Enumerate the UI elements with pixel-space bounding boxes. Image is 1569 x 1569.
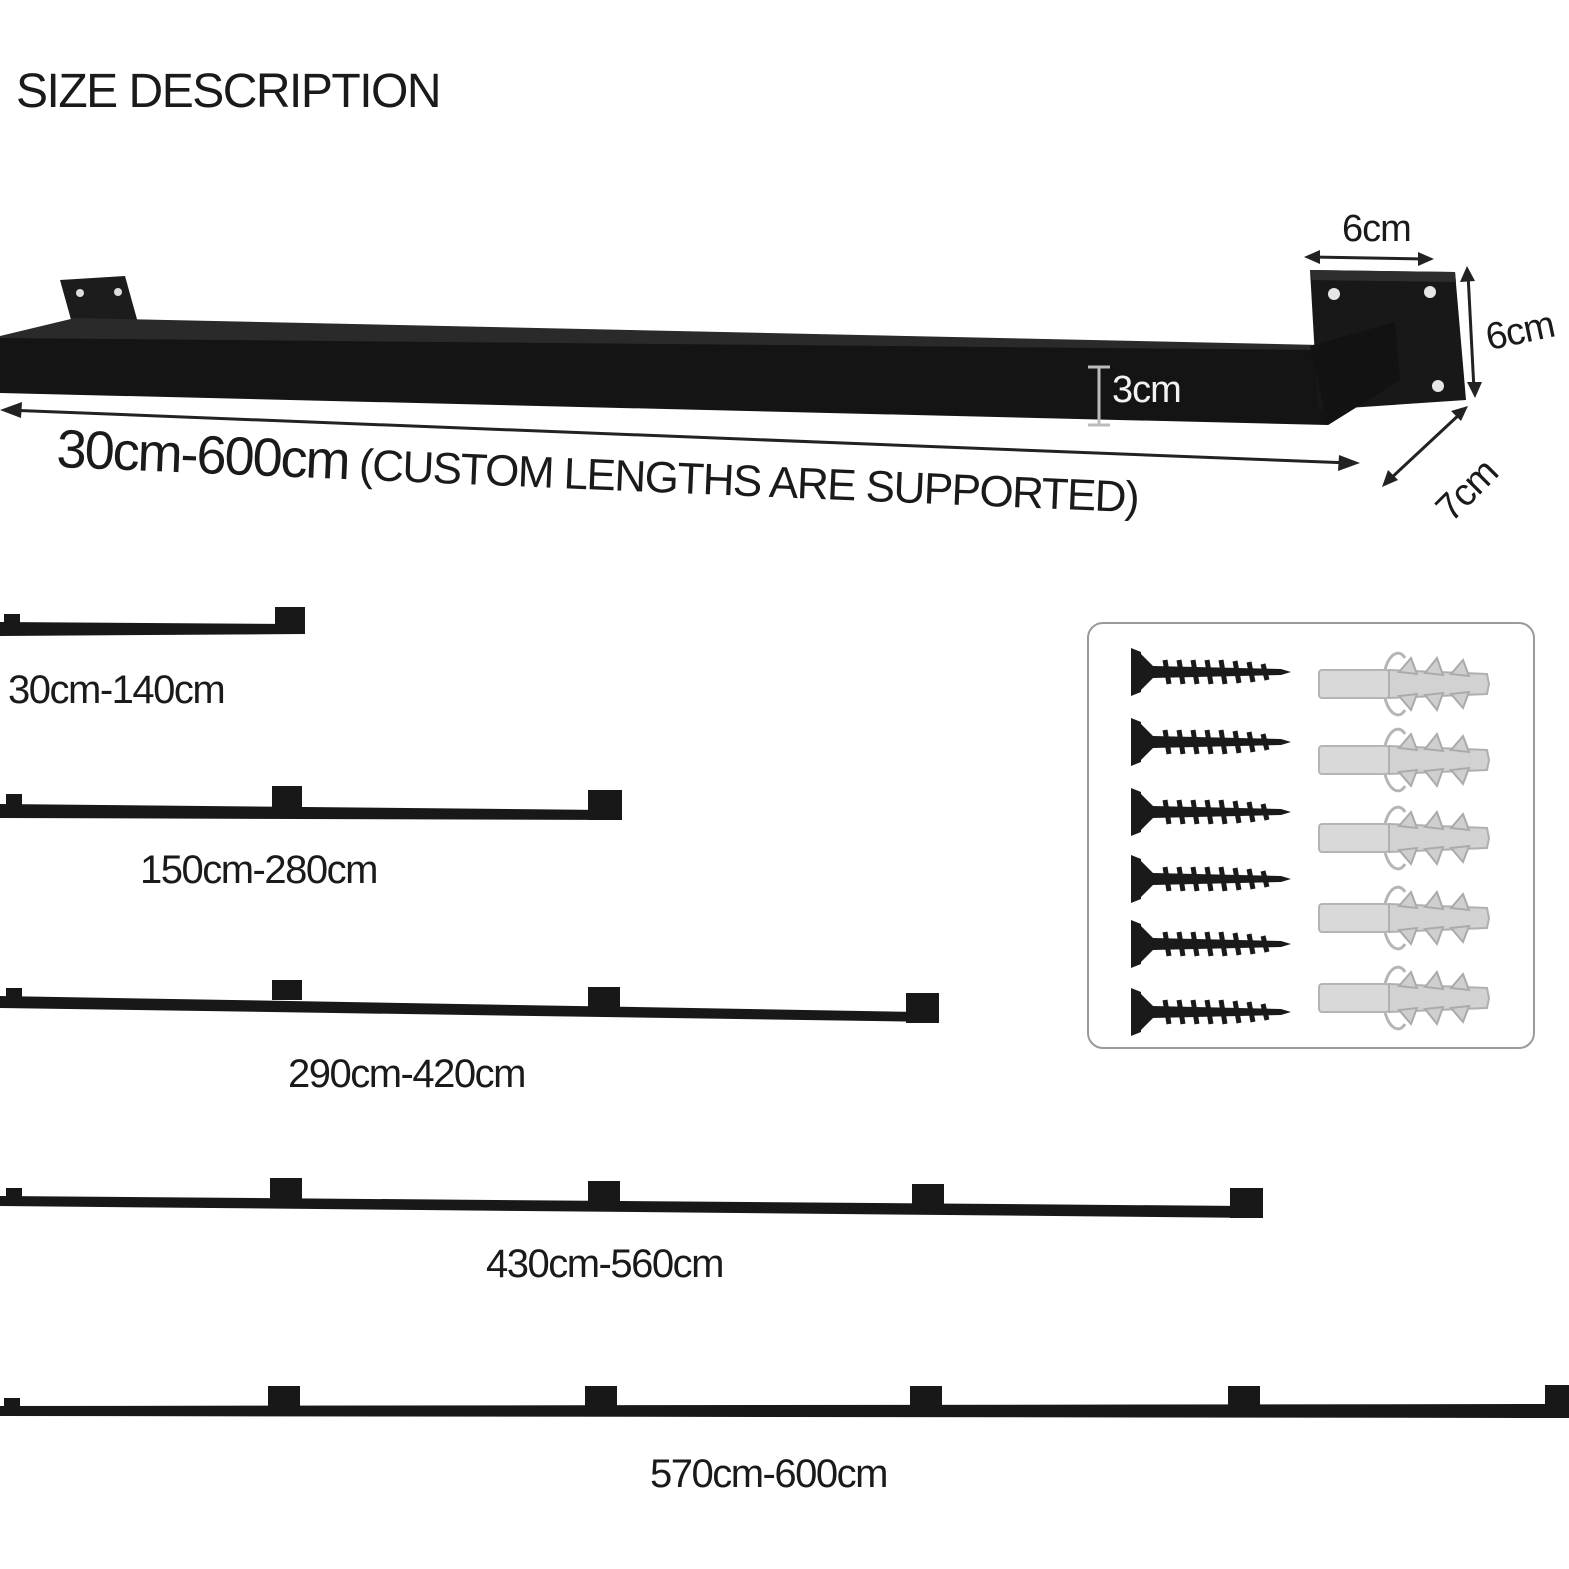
bracket <box>588 987 620 1009</box>
screw-icon <box>1131 855 1291 903</box>
plate-hole <box>1328 288 1340 300</box>
rail-variant-label: 150cm-280cm <box>140 848 378 892</box>
plate-hole <box>76 289 84 297</box>
bracket <box>1228 1386 1260 1408</box>
bracket <box>272 786 302 808</box>
wall-anchor-icon <box>1317 965 1491 1031</box>
bracket <box>272 980 302 1000</box>
bracket <box>6 988 22 1002</box>
page-title: SIZE DESCRIPTION <box>16 65 442 118</box>
bracket <box>1230 1188 1263 1218</box>
plate-hole <box>114 288 122 296</box>
bracket <box>588 1181 620 1203</box>
bracket <box>275 607 305 634</box>
plate-width-arrow <box>1304 250 1434 266</box>
bracket <box>6 1188 22 1202</box>
screw-icon <box>1131 648 1291 696</box>
rail-variant-label: 30cm-140cm <box>8 668 226 712</box>
bar-front-face <box>0 330 1380 425</box>
plate-height-arrow <box>1460 266 1482 398</box>
hardware-box <box>1087 622 1535 1049</box>
screw-icon <box>1131 988 1291 1036</box>
wall-anchor-icon <box>1317 651 1491 717</box>
bracket <box>906 993 939 1023</box>
rail-variant-6-brackets <box>0 1385 1569 1418</box>
bracket <box>588 790 622 820</box>
bracket <box>270 1178 302 1200</box>
bracket <box>4 614 20 626</box>
plate-hole <box>1424 286 1436 298</box>
screw-icon <box>1131 718 1291 766</box>
thickness-marker <box>1088 365 1110 427</box>
bracket <box>4 1398 20 1412</box>
wall-anchor-icon <box>1317 805 1491 871</box>
plate-hole <box>1432 380 1444 392</box>
rail-variant-3-brackets <box>0 786 622 820</box>
rail-variant-label: 430cm-560cm <box>486 1242 724 1286</box>
bracket <box>268 1386 300 1408</box>
rail-variant-5-brackets <box>0 1178 1263 1218</box>
plate-width-label: 6cm <box>1342 208 1412 250</box>
length-arrow <box>0 402 1360 471</box>
wall-anchor-icon <box>1317 885 1491 951</box>
thickness-label: 3cm <box>1112 369 1182 411</box>
rail-variant-label: 290cm-420cm <box>288 1052 526 1096</box>
bracket <box>910 1386 942 1408</box>
screw-icon <box>1131 788 1291 836</box>
screw-icon <box>1131 920 1291 968</box>
hardware-illustration <box>1089 624 1491 1051</box>
bracket <box>1545 1385 1569 1415</box>
rail-variant-label: 570cm-600cm <box>650 1452 888 1496</box>
rail-variant-2-brackets <box>0 607 305 636</box>
bracket <box>6 794 22 808</box>
bracket <box>912 1184 944 1206</box>
wall-anchor-icon <box>1317 727 1491 793</box>
depth-arrow <box>1382 406 1468 487</box>
bracket <box>585 1386 617 1408</box>
rail-variant-4-brackets <box>0 980 939 1023</box>
